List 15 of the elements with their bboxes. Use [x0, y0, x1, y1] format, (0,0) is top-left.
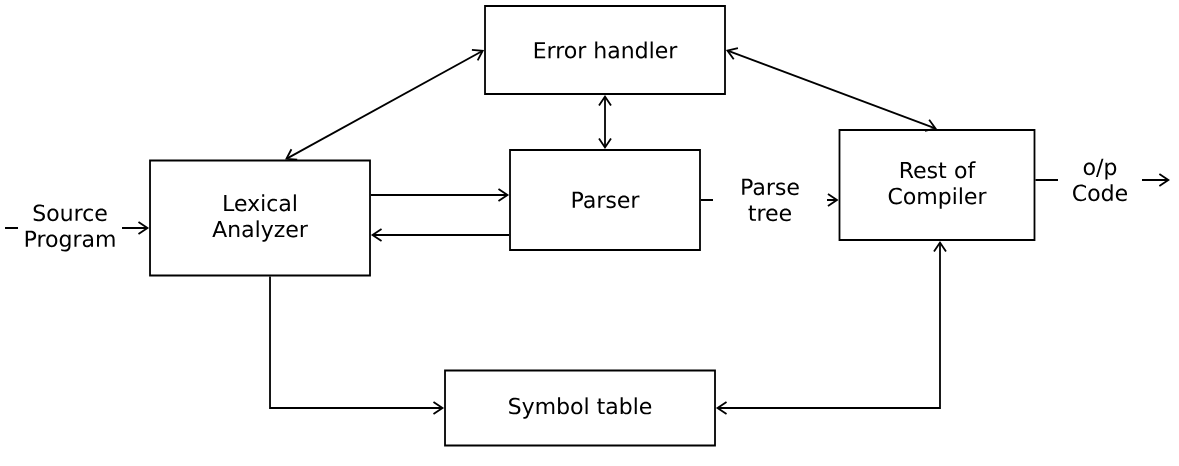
arrow — [598, 94, 612, 150]
arrow — [370, 188, 510, 202]
process-box: Lexical Analyzer — [149, 159, 371, 277]
edge-label: Source Program — [18, 202, 122, 254]
arrow — [285, 48, 485, 161]
process-box: Rest of Compiler — [838, 129, 1036, 241]
edge-label: Parse tree — [713, 176, 827, 224]
edge-label: o/p Code — [1058, 156, 1142, 204]
process-box: Symbol table — [444, 369, 716, 447]
arrow — [715, 240, 947, 415]
arrow — [725, 47, 937, 132]
arrow — [370, 228, 510, 242]
arrow — [269, 275, 445, 415]
process-box: Parser — [509, 149, 701, 251]
process-box: Error handler — [484, 5, 726, 95]
